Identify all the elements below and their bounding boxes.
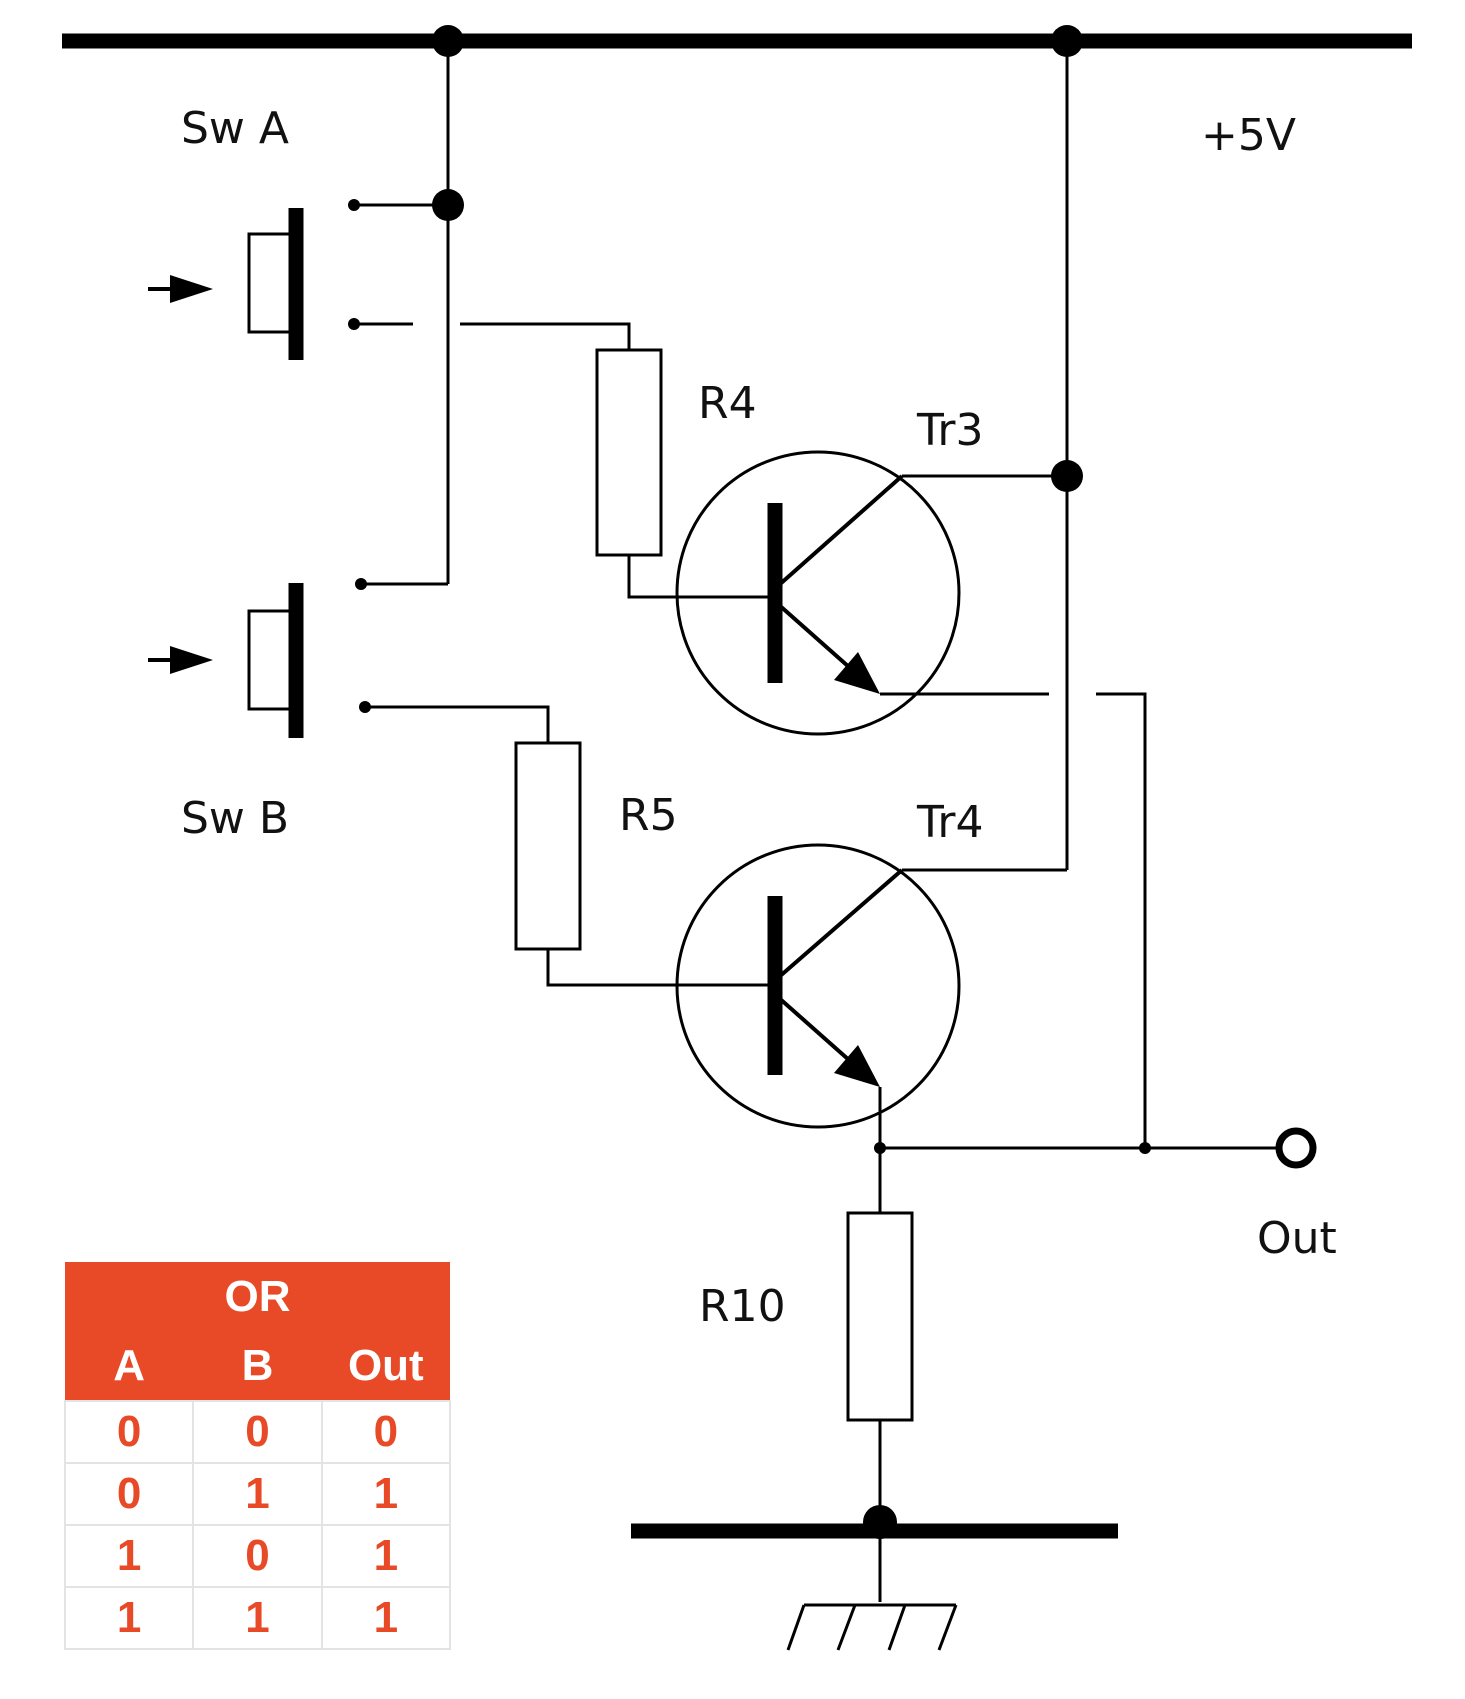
table-cell: 0 [192, 1400, 323, 1464]
truth-table-title: OR [65, 1262, 450, 1332]
table-row: 0 1 1 [63, 1462, 452, 1526]
switch-a-plunger [247, 232, 297, 334]
truth-table-header-a: A [65, 1332, 194, 1401]
label-tr4: Tr4 [916, 797, 984, 848]
switch-a-to-r4-wire [460, 322, 631, 350]
table-row: 1 1 1 [63, 1586, 452, 1650]
transistor-tr3 [675, 450, 1147, 1148]
switch-b-plunger [247, 609, 297, 711]
tr3-collector-lead [777, 474, 904, 587]
table-cell: 0 [192, 1524, 323, 1588]
label-sw-a: Sw A [181, 103, 289, 154]
output-terminal [1275, 1127, 1317, 1169]
table-cell: 1 [320, 1524, 452, 1588]
ground-junction [863, 1505, 897, 1539]
label-r10: R10 [699, 1281, 786, 1332]
label-out: Out [1257, 1213, 1337, 1264]
label-tr3: Tr3 [916, 405, 984, 456]
table-row: 0 0 0 [63, 1400, 452, 1464]
r5-to-tr4-base-wire [546, 949, 776, 987]
table-cell: 1 [63, 1524, 195, 1588]
tr4-body [675, 843, 961, 1129]
tr4-emitter-lead [777, 996, 860, 1070]
truth-table-header-out: Out [321, 1332, 450, 1401]
tr3-emitter-to-out-wire [1096, 692, 1147, 1148]
table-cell: 0 [63, 1462, 195, 1526]
table-cell: 0 [320, 1400, 452, 1464]
switch-a-arrow-head [170, 275, 213, 303]
table-cell: 1 [192, 1586, 323, 1650]
table-cell: 1 [320, 1586, 452, 1650]
tr3-body [675, 450, 961, 736]
truth-table-header-b: B [193, 1332, 322, 1401]
r4-to-tr3-base-wire [627, 555, 776, 599]
ground-icon [786, 1603, 958, 1651]
switch-a [148, 199, 631, 360]
tr4-emitter-arrow-icon [834, 1045, 880, 1087]
table-row: 1 0 1 [63, 1524, 452, 1588]
label-r5: R5 [619, 790, 678, 841]
tr4-collector-lead [777, 868, 904, 979]
output-junction-right [1139, 1142, 1151, 1154]
label-supply: +5V [1201, 110, 1296, 161]
resistor-r4 [595, 348, 663, 557]
output-junction-left [874, 1142, 886, 1154]
resistor-r10 [846, 1211, 914, 1422]
table-cell: 1 [63, 1586, 195, 1650]
tr3-emitter-arrow-icon [834, 652, 880, 694]
resistor-r5 [514, 741, 582, 951]
truth-table: OR A B Out 0 0 0 0 1 1 1 0 1 1 1 1 [63, 1262, 452, 1650]
transistor-tr4 [675, 843, 1067, 1213]
label-r4: R4 [698, 378, 757, 429]
table-cell: 1 [192, 1462, 323, 1526]
switch-b-arrow-icon [170, 646, 213, 674]
table-cell: 0 [63, 1400, 195, 1464]
tr3-emitter-lead [777, 603, 860, 677]
switch-b-to-r5-wire [365, 705, 550, 743]
switch-b [148, 578, 550, 743]
label-sw-b: Sw B [181, 793, 289, 844]
table-cell: 1 [320, 1462, 452, 1526]
